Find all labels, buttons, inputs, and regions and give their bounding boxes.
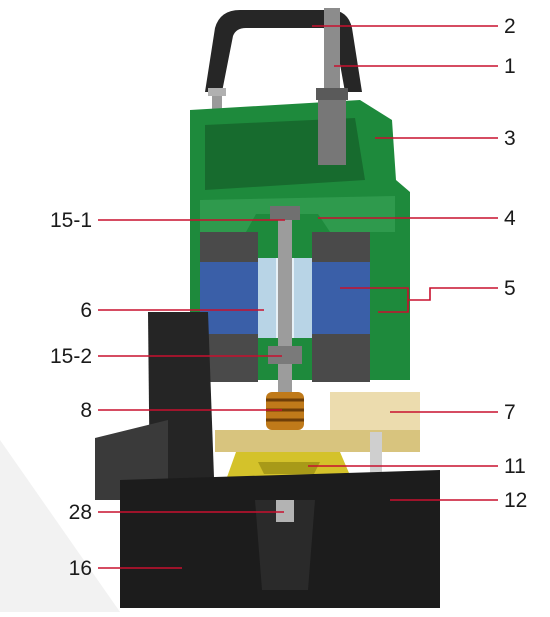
callout-15-1: 15-1 [49, 209, 92, 232]
upper-bearing [270, 206, 300, 220]
callout-4: 4 [504, 207, 516, 230]
callout-7: 7 [504, 401, 516, 424]
callout-28: 28 [68, 501, 92, 524]
impeller-nut [276, 500, 294, 522]
callout-15-2: 15-2 [49, 345, 92, 368]
callout-5: 5 [504, 277, 516, 300]
callout-3: 3 [504, 127, 516, 150]
stator-winding-left [200, 262, 258, 334]
leader-5b [408, 287, 498, 301]
carry-handle [205, 10, 362, 92]
suction-inlet [255, 500, 315, 590]
leader-lines [98, 25, 498, 569]
callout-11: 11 [504, 455, 526, 478]
pump-casing-cover [215, 430, 420, 452]
cable-gland-nut [316, 88, 348, 100]
callout-6: 6 [80, 299, 92, 322]
background-wedge [0, 440, 120, 612]
callout-16: 16 [68, 557, 92, 580]
callout-12: 12 [504, 489, 528, 512]
callout-2: 2 [504, 15, 516, 38]
impeller-vane [258, 462, 320, 474]
lower-bearing [268, 346, 302, 364]
callout-1: 1 [504, 55, 516, 78]
cable-gland [318, 95, 346, 165]
stator-winding-right [312, 262, 370, 334]
top-bolt-head [208, 88, 226, 96]
callout-8: 8 [80, 399, 92, 422]
